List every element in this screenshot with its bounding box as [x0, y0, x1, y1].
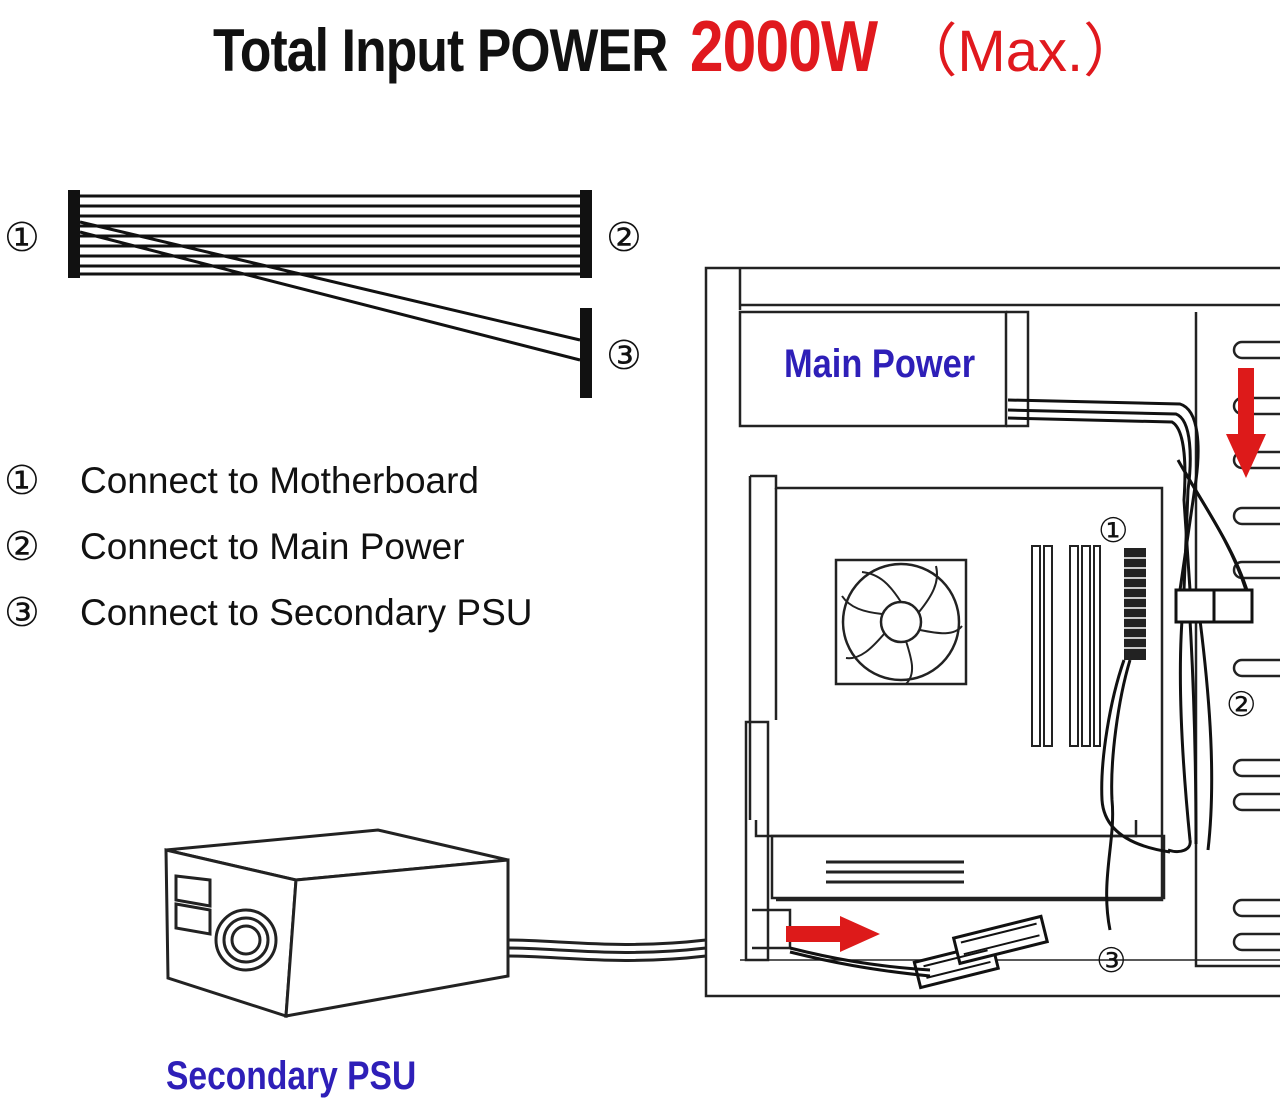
- page-title: Total Input POWER 2000W （Max.）: [0, 4, 1280, 88]
- secondary-psu-label: Secondary PSU: [166, 1054, 417, 1098]
- main-psu-cable: [1007, 398, 1252, 931]
- legend-label: Connect to Main Power: [80, 526, 465, 567]
- case-callout-2: ②: [1226, 685, 1257, 725]
- main-psu-box: [738, 310, 1008, 428]
- title-max: （Max.）: [899, 19, 1142, 84]
- main-power-label: Main Power: [784, 342, 976, 386]
- secondary-psu-unit: [164, 828, 707, 1019]
- pci-slot: [826, 860, 964, 884]
- ram-slots: [1031, 545, 1101, 747]
- cable-callout-3: ③: [606, 333, 642, 379]
- cpu-fan-icon: [834, 558, 968, 686]
- secondary-connectors: [789, 914, 1050, 990]
- cable-schematic: [68, 190, 592, 398]
- title-text: Total Input POWER: [212, 17, 668, 84]
- connector-1-bar: [68, 190, 80, 278]
- legend-number: ③: [4, 590, 40, 636]
- cable-wires: [79, 194, 581, 362]
- case-callout-3: ③: [1096, 941, 1127, 981]
- pc-case: [704, 266, 1280, 998]
- arrow-down-icon: [1226, 368, 1266, 478]
- connector-2-bar: [580, 190, 592, 278]
- cable-callout-1: ①: [4, 215, 40, 261]
- motherboard-connector: [1124, 548, 1146, 660]
- legend-label: Connect to Secondary PSU: [80, 592, 533, 633]
- arrow-right-icon: [786, 916, 880, 952]
- legend-item: ② Connect to Main Power: [4, 514, 532, 580]
- legend-number: ①: [4, 458, 40, 504]
- psu-fan-icon: [214, 908, 278, 972]
- legend: ① Connect to Motherboard ② Connect to Ma…: [4, 448, 532, 646]
- cable-callout-2: ②: [606, 215, 642, 261]
- legend-number: ②: [4, 524, 40, 570]
- legend-item: ③ Connect to Secondary PSU: [4, 580, 532, 646]
- case-callout-1: ①: [1098, 511, 1129, 551]
- title-wattage: 2000W: [689, 7, 878, 87]
- legend-item: ① Connect to Motherboard: [4, 448, 532, 514]
- legend-label: Connect to Motherboard: [80, 460, 480, 501]
- connector-3-bar: [580, 308, 592, 398]
